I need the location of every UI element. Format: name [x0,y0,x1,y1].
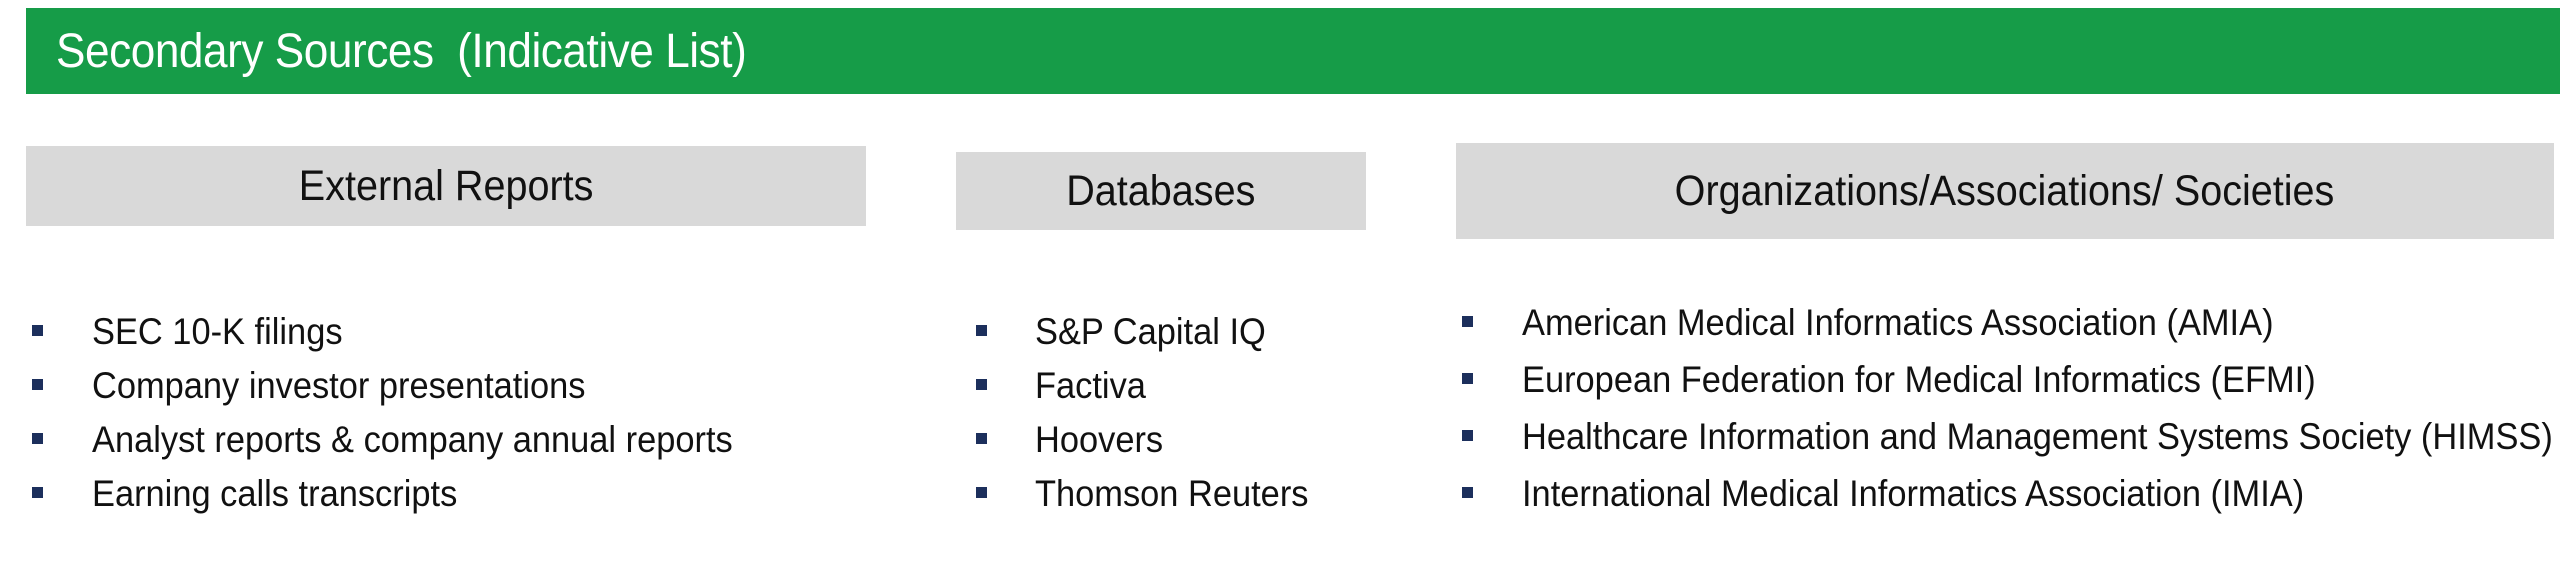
databases-list: S&P Capital IQ Factiva Hoovers Thomson R… [976,305,1416,521]
square-bullet-icon [976,325,987,336]
square-bullet-icon [976,487,987,498]
square-bullet-icon [1462,430,1473,441]
list-item-text: Thomson Reuters [1035,473,1309,514]
square-bullet-icon [976,433,987,444]
organizations-list: American Medical Informatics Association… [1462,296,2553,524]
list-item-text: Analyst reports & company annual reports [92,419,733,460]
organizations-header: Organizations/Associations/ Societies [1456,143,2554,239]
list-item: American Medical Informatics Association… [1462,296,2552,353]
list-item: Healthcare Information and Management Sy… [1462,410,2553,467]
organizations-header-label: Organizations/Associations/ Societies [1675,166,2335,215]
list-item-text: Company investor presentations [92,365,586,406]
square-bullet-icon [32,433,43,444]
list-item-text: American Medical Informatics Association… [1522,302,2274,343]
external-reports-list: SEC 10-K filings Company investor presen… [32,305,912,521]
list-item-text: Hoovers [1035,419,1164,460]
list-item: SEC 10-K filings [32,305,912,359]
list-item-text: Healthcare Information and Management Sy… [1522,416,2553,457]
databases-header-label: Databases [1066,166,1256,215]
square-bullet-icon [976,379,987,390]
external-reports-header: External Reports [26,146,866,226]
list-item-text: International Medical Informatics Associ… [1522,473,2305,514]
list-item: Thomson Reuters [976,467,1416,521]
list-item-text: SEC 10-K filings [92,311,343,352]
external-reports-header-label: External Reports [298,161,594,210]
square-bullet-icon [32,487,43,498]
title-bar: Secondary Sources (Indicative List) [26,8,2560,94]
list-item: Analyst reports & company annual reports [32,413,912,467]
page-title: Secondary Sources (Indicative List) [56,24,747,78]
list-item: S&P Capital IQ [976,305,1416,359]
list-item: Company investor presentations [32,359,912,413]
square-bullet-icon [1462,316,1473,327]
square-bullet-icon [32,325,43,336]
list-item-text: S&P Capital IQ [1035,311,1266,352]
list-item: Hoovers [976,413,1416,467]
list-item: European Federation for Medical Informat… [1462,353,2552,410]
square-bullet-icon [32,379,43,390]
list-item: Factiva [976,359,1416,413]
databases-header: Databases [956,152,1366,230]
list-item-text: European Federation for Medical Informat… [1522,359,2316,400]
square-bullet-icon [1462,373,1473,384]
list-item-text: Factiva [1035,365,1146,406]
list-item-text: Earning calls transcripts [92,473,458,514]
list-item: International Medical Informatics Associ… [1462,467,2552,524]
list-item: Earning calls transcripts [32,467,912,521]
square-bullet-icon [1462,487,1473,498]
